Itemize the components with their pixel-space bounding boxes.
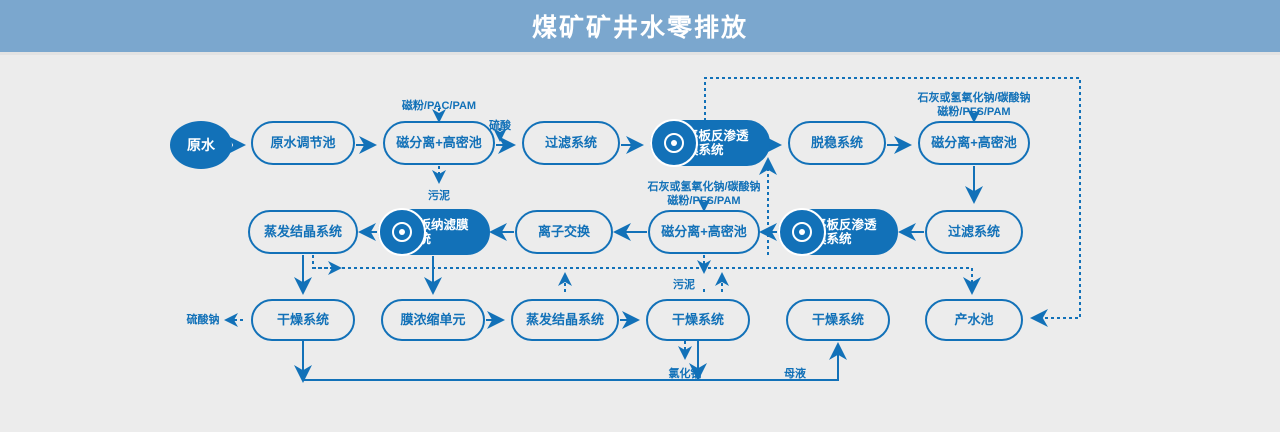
- disc-center-dot: [799, 229, 805, 235]
- annotation-dosing-3-l2: 磁粉/PFS/PAM: [667, 195, 741, 207]
- header-divider: [0, 52, 1280, 55]
- node-magsep-1[interactable]: 磁分离+高密池: [383, 121, 495, 165]
- node-dryer-1[interactable]: 干燥系统: [251, 299, 355, 341]
- membrane-disc-icon: [778, 208, 826, 256]
- node-label: 产水池: [954, 311, 994, 327]
- disc-ring: [392, 222, 412, 242]
- node-label: 过滤系统: [947, 223, 1000, 239]
- node-magsep-3[interactable]: 磁分离+高密池: [648, 210, 760, 254]
- node-dryer-3[interactable]: 干燥系统: [786, 299, 890, 341]
- node-label: 蒸发结晶系统: [525, 311, 604, 327]
- node-label: 干燥系统: [276, 311, 329, 327]
- node-label: 干燥系统: [671, 311, 724, 327]
- node-filter-1[interactable]: 过滤系统: [522, 121, 620, 165]
- disc-ring: [792, 222, 812, 242]
- annotation-sludge-1: 污泥: [428, 190, 450, 202]
- annotation-sodium-sulfate: 硫酸钠: [186, 314, 220, 326]
- node-label: 磁分离+高密池: [931, 134, 1017, 150]
- wire-bottom-recycle-bus: [303, 342, 847, 381]
- node-destabilize[interactable]: 脱稳系统: [788, 121, 886, 165]
- node-label: 原水: [187, 136, 215, 153]
- node-label: 离子交换: [537, 223, 590, 239]
- node-label: 膜浓缩单元: [400, 311, 466, 327]
- membrane-disc-icon: [650, 119, 698, 167]
- node-label: 磁分离+高密池: [396, 134, 482, 150]
- node-evap-cryst-2[interactable]: 蒸发结晶系统: [511, 299, 619, 341]
- node-label: 脱稳系统: [810, 134, 863, 150]
- annotation-dosing-2-l2: 磁粉/PFS/PAM: [937, 106, 1011, 118]
- node-filter-2[interactable]: 过滤系统: [925, 210, 1023, 254]
- annotation-sulfuric-acid: 硫酸: [489, 120, 511, 132]
- node-magsep-2[interactable]: 磁分离+高密池: [918, 121, 1030, 165]
- page-header: 煤矿矿井水零排放: [0, 0, 1280, 52]
- wire-condensate-dotted-bus: [312, 255, 981, 295]
- node-membrane-conc[interactable]: 膜浓缩单元: [381, 299, 485, 341]
- node-label: 过滤系统: [544, 134, 597, 150]
- node-ion-exchange[interactable]: 离子交换: [515, 210, 613, 254]
- node-label: 蒸发结晶系统: [263, 223, 342, 239]
- annotation-dosing-2-l1: 石灰或氢氧化钠/碳酸钠: [917, 92, 1031, 104]
- disc-center-dot: [399, 229, 405, 235]
- annotation-sodium-chloride: 氯化钠: [668, 368, 702, 380]
- node-ro-membrane-1[interactable]: 平板反渗透膜系统: [650, 119, 770, 167]
- wire-outer-recycle-loop: [704, 77, 1081, 327]
- page-title: 煤矿矿井水零排放: [531, 14, 748, 42]
- node-label: 磁分离+高密池: [661, 223, 747, 239]
- annotation-dosing-3-l1: 石灰或氢氧化钠/碳酸钠: [647, 181, 761, 193]
- node-label: 干燥系统: [811, 311, 864, 327]
- annotation-mother-liquor: 母液: [784, 368, 806, 380]
- node-ro-membrane-2[interactable]: 平板反渗透膜系统: [778, 208, 898, 256]
- disc-ring: [664, 133, 684, 153]
- node-product-pool[interactable]: 产水池: [925, 299, 1023, 341]
- node-dryer-2[interactable]: 干燥系统: [646, 299, 750, 341]
- membrane-disc-icon: [378, 208, 426, 256]
- node-raw-water[interactable]: 原水: [170, 121, 232, 169]
- annotation-sludge-2: 污泥: [673, 279, 695, 291]
- annotation-dosing-1: 磁粉/PAC/PAM: [401, 100, 477, 112]
- disc-center-dot: [671, 140, 677, 146]
- node-label: 原水调节池: [270, 134, 336, 150]
- node-nf-membrane[interactable]: 平板纳滤膜系统: [378, 208, 490, 256]
- node-raw-water-tank[interactable]: 原水调节池: [251, 121, 355, 165]
- node-evap-cryst-1[interactable]: 蒸发结晶系统: [248, 210, 358, 254]
